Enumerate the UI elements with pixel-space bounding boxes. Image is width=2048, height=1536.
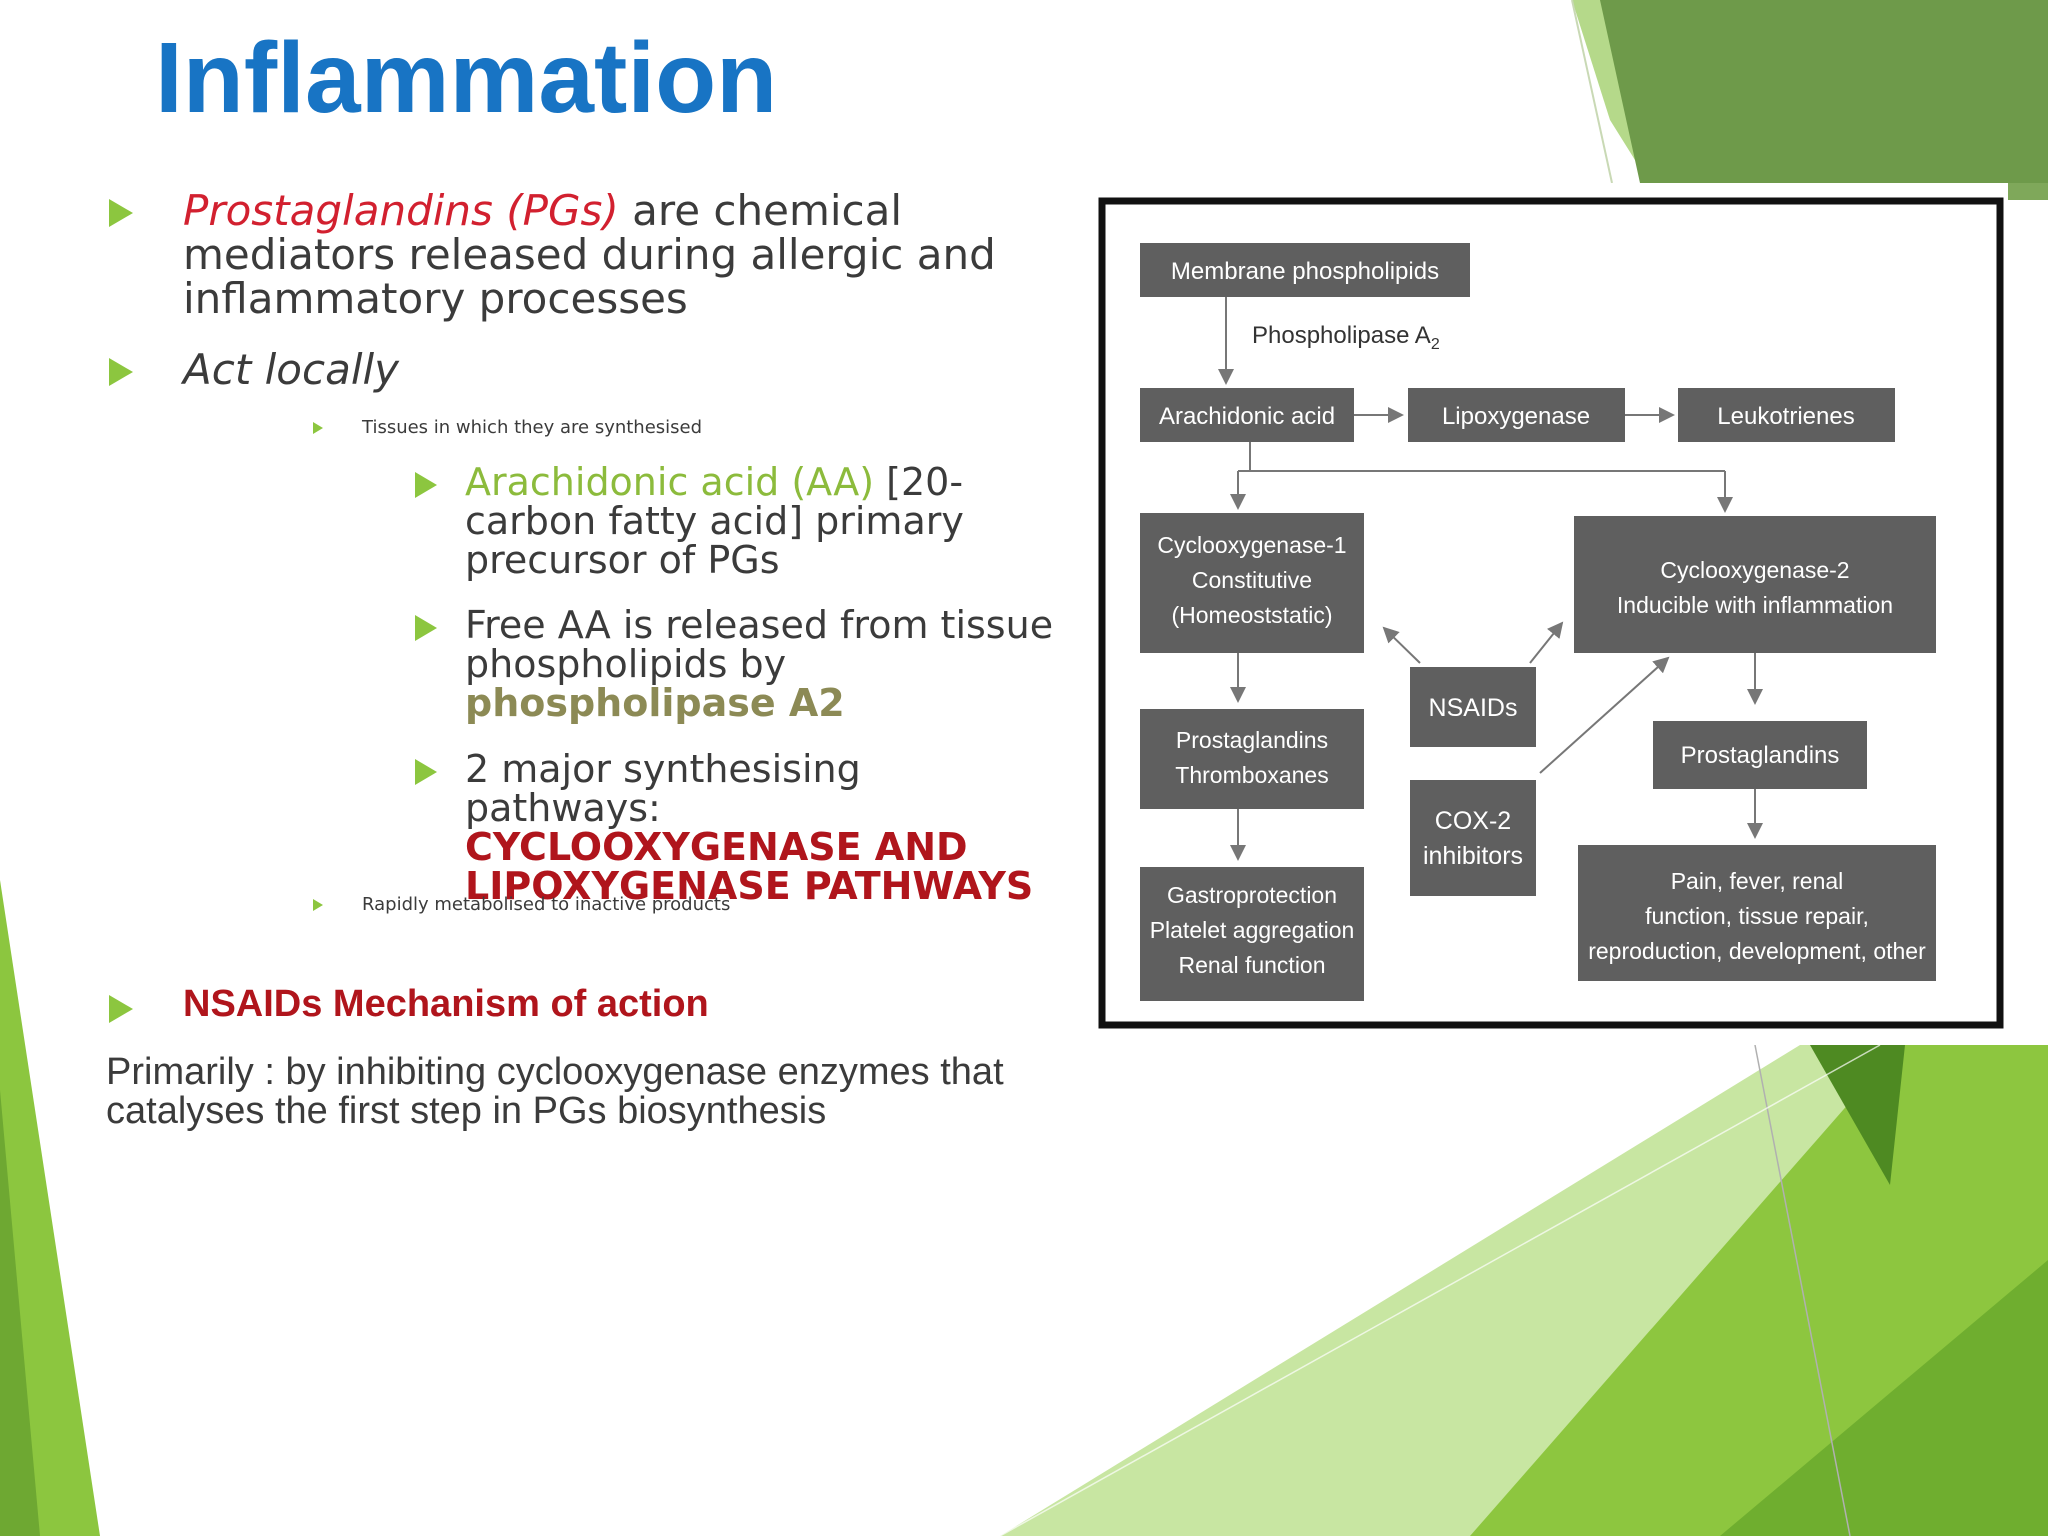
box-prostaglandins-thromboxanes xyxy=(1140,709,1364,809)
bullet-metabolised: Rapidly metabolised to inactive products xyxy=(362,894,731,915)
box-gastroprotection xyxy=(1140,867,1364,1001)
svg-text:NSAIDs: NSAIDs xyxy=(1429,694,1518,722)
box-cyclooxygenase-1 xyxy=(1140,513,1364,653)
svg-text:Prostaglandins: Prostaglandins xyxy=(1176,727,1328,753)
svg-text:Platelet aggregation: Platelet aggregation xyxy=(1150,917,1355,943)
bullet-arrow-icon xyxy=(415,472,437,498)
svg-text:Lipoxygenase: Lipoxygenase xyxy=(1442,403,1590,430)
bullet-arrow-icon xyxy=(109,199,133,227)
svg-text:reproduction, development, oth: reproduction, development, other xyxy=(1588,938,1926,964)
bullet-arrow-icon xyxy=(109,995,133,1023)
box-membrane-phospholipids xyxy=(1140,243,1470,297)
svg-text:Cyclooxygenase-1: Cyclooxygenase-1 xyxy=(1157,532,1346,558)
bullet-act-locally: Act locally xyxy=(183,345,400,394)
cox-pathway-diagram: Membrane phospholipids Phospholipase A2 … xyxy=(1090,183,2008,1045)
svg-text:Arachidonic acid: Arachidonic acid xyxy=(1159,403,1335,430)
svg-text:COX-2: COX-2 xyxy=(1435,807,1511,835)
svg-text:Membrane phospholipids: Membrane phospholipids xyxy=(1171,258,1439,285)
sub-bullet-arrow-icon xyxy=(313,899,323,911)
box-lipoxygenase xyxy=(1408,388,1625,442)
diagram-connectors xyxy=(1218,297,1763,861)
bullet-pathways: 2 major synthesising pathways: CYCLOOXYG… xyxy=(465,747,1034,908)
bullet-arrow-icon xyxy=(415,759,437,785)
box-cyclooxygenase-2 xyxy=(1574,516,1936,653)
phospholipase-term: phospholipase A2 xyxy=(465,681,845,725)
pathways-term: CYCLOOXYGENASE AND LIPOXYGENASE PATHWAYS xyxy=(465,825,1034,908)
svg-text:Inducible with inflammation: Inducible with inflammation xyxy=(1617,592,1893,618)
pathway-diagram-svg: Membrane phospholipids Phospholipase A2 … xyxy=(1098,197,2004,1029)
svg-text:Thromboxanes: Thromboxanes xyxy=(1175,762,1328,788)
slide-title: Inflammation xyxy=(155,22,778,134)
sub-bullet-arrow-icon xyxy=(313,422,323,434)
bullet-tissues: Tissues in which they are synthesised xyxy=(362,417,703,438)
svg-text:function, tissue repair,: function, tissue repair, xyxy=(1645,903,1869,929)
primarily-text: Primarily : by inhibiting cyclooxygenase… xyxy=(106,1051,1004,1132)
arachidonic-acid-term: Arachidonic acid (AA) xyxy=(465,460,875,504)
box-pain-fever xyxy=(1578,845,1936,981)
svg-text:Leukotrienes: Leukotrienes xyxy=(1717,403,1854,430)
bullet-arrow-icon xyxy=(415,615,437,641)
bullet-free-aa: Free AA is released from tissue phosphol… xyxy=(465,603,1054,725)
svg-text:(Homeoststatic): (Homeoststatic) xyxy=(1171,602,1332,628)
svg-text:inhibitors: inhibitors xyxy=(1423,842,1523,870)
box-nsaids xyxy=(1410,667,1536,747)
svg-text:Cyclooxygenase-2: Cyclooxygenase-2 xyxy=(1660,557,1849,583)
nsaids-heading: NSAIDs Mechanism of action xyxy=(183,983,709,1025)
phospholipase-a2-label: Phospholipase A2 xyxy=(1252,322,1440,353)
top-dark-green-shape xyxy=(1600,0,2048,183)
bullet-prostaglandins: Prostaglandins (PGs) are chemical mediat… xyxy=(183,186,996,323)
bullet-arachidonic-acid: Arachidonic acid (AA) [20-carbon fatty a… xyxy=(465,460,964,582)
prostaglandins-term: Prostaglandins (PGs) xyxy=(183,186,619,235)
box-leukotrienes xyxy=(1678,388,1895,442)
box-cox2-inhibitors xyxy=(1410,780,1536,896)
svg-text:Gastroprotection: Gastroprotection xyxy=(1167,882,1337,908)
box-prostaglandins xyxy=(1653,721,1867,789)
svg-text:Prostaglandins: Prostaglandins xyxy=(1681,742,1840,769)
svg-text:Constitutive: Constitutive xyxy=(1192,567,1312,593)
svg-text:Pain, fever, renal: Pain, fever, renal xyxy=(1671,868,1844,894)
box-arachidonic-acid xyxy=(1140,388,1354,442)
svg-text:Renal function: Renal function xyxy=(1178,952,1325,978)
bottom-dark-green-shape xyxy=(1720,1260,2048,1536)
bullet-arrow-icon xyxy=(109,358,133,386)
